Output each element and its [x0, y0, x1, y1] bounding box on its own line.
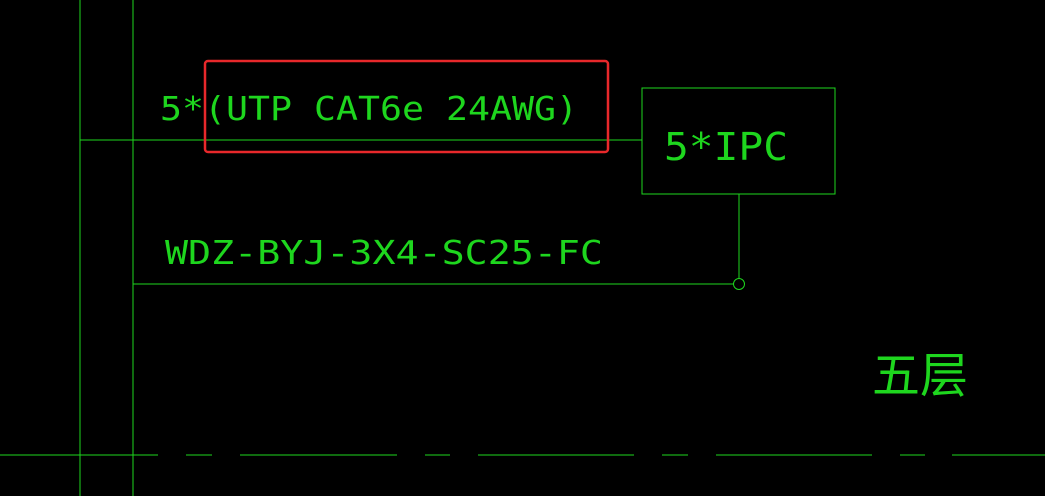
- power-cable-label: WDZ-BYJ-3X4-SC25-FC: [165, 233, 603, 272]
- highlight-box: [203, 59, 610, 154]
- data-cable-label: 5*(UTP CAT6e 24AWG): [160, 89, 578, 128]
- ipc-box-label: 5*IPC: [664, 125, 788, 169]
- floor-label: 五层: [872, 348, 968, 404]
- junction-node: [733, 278, 745, 290]
